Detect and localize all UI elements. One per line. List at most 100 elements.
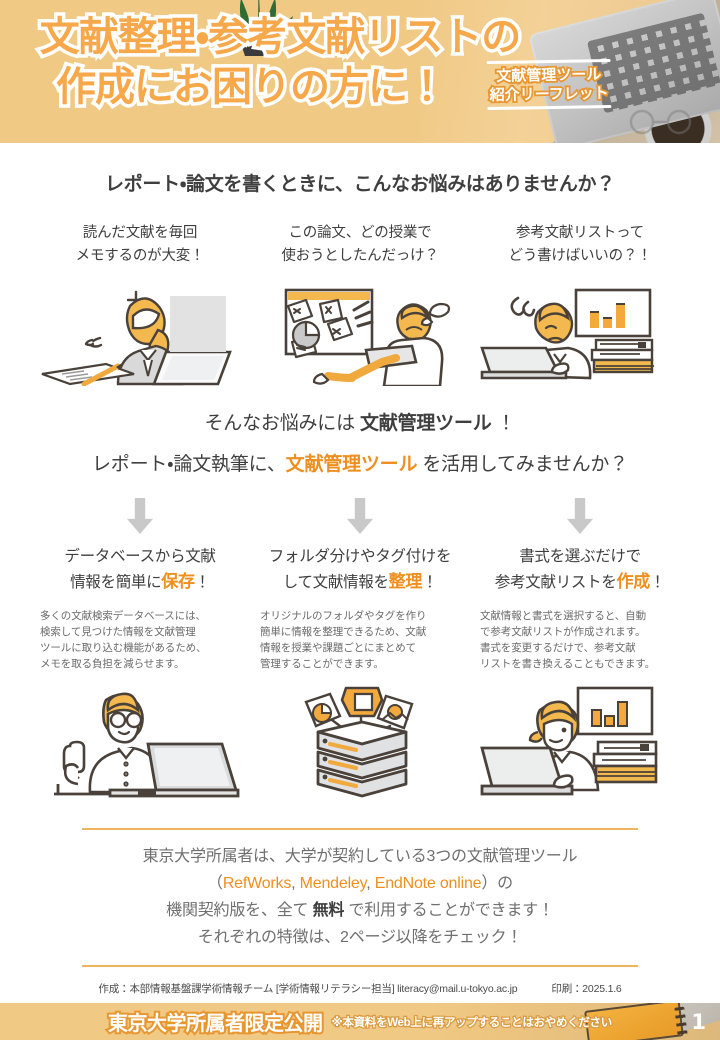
problem-caption-3-line-1: 参考文献リストって xyxy=(516,225,644,241)
feature-body-2-line-1: オリジナルのフォルダやタグを作り xyxy=(260,610,427,622)
callout-line-1: 東京大学所属者は、大学が契約している3つの文献管理ツール xyxy=(142,848,578,865)
problems-heading: レポート・論文を書くときに、こんなお悩みはありませんか？ xyxy=(0,169,720,199)
feature-title-3-line-2: 参考文献リストを作成！ xyxy=(476,569,684,595)
feature-illustration-2 xyxy=(256,686,464,798)
feature-title-1-prefix: 情報を簡単に xyxy=(70,574,162,591)
down-arrow-icon-2 xyxy=(347,498,373,534)
problems-columns: 読んだ文献を毎回 メモするのが大変！ xyxy=(0,222,720,386)
down-arrow-icon-1 xyxy=(127,498,153,534)
feature-body-1: 多くの文献検索データベースには、 検索して見つけた情報を文献管理 ツールに取り込… xyxy=(36,608,244,672)
feature-illustration-3 xyxy=(476,686,684,798)
feature-title-1-suffix: ！ xyxy=(194,574,211,591)
glasses-photo-element xyxy=(629,109,692,135)
callout-sep-2: , xyxy=(366,875,375,892)
feature-body-2-line-4: 管理することができます。 xyxy=(260,658,384,670)
feature-body-3: 文献情報と書式を選択すると、自動 で参考文献リストが作成されます。 書式を変更す… xyxy=(476,608,684,672)
feature-arrows xyxy=(0,498,720,534)
feature-title-2-accent: 整理 xyxy=(388,572,423,591)
feature-title-2-suffix: ！ xyxy=(422,574,438,591)
tool-name-refworks: RefWorks xyxy=(222,875,292,892)
feature-title-3-prefix: 参考文献リストを xyxy=(494,574,617,591)
bottom-bar-title: 東京大学所属者限定公開 xyxy=(106,1009,325,1037)
feature-body-3-line-4: リストを書き換えることもできます。 xyxy=(480,658,656,670)
problem-caption-2-line-1: この論文、どの授業で xyxy=(288,225,432,241)
header-subtitle-line-1: 文献管理ツール xyxy=(494,63,603,86)
feature-title-1-accent: 保存 xyxy=(161,572,195,591)
feature-title-1: データベースから文献 情報を簡単に保存！ xyxy=(36,544,244,595)
feature-title-3-line-1: 書式を選ぶだけで xyxy=(519,548,641,565)
callout-line-3-suffix: で利用することができます！ xyxy=(344,902,554,919)
plant-photo-element xyxy=(223,0,293,56)
callout-paren-open: （ xyxy=(207,875,223,892)
arrow-cell-2 xyxy=(250,498,470,534)
callout-line-3-prefix: 機関契約版を、全て xyxy=(166,902,313,919)
feature-body-2-line-3: 情報を授業や課題ごとにまとめて xyxy=(260,642,416,654)
feature-title-2-line-1: フォルダ分けやタグ付けを xyxy=(268,548,452,565)
problem-illustration-2 xyxy=(250,278,470,386)
feature-body-3-line-3: 書式を変更するだけで、参考文献 xyxy=(480,642,636,654)
problem-caption-1-line-2: メモするのが大変！ xyxy=(75,248,205,264)
feature-body-1-line-1: 多くの文献検索データベースには、 xyxy=(40,610,206,622)
header-title-line-1: 文献整理・参考文献リストの xyxy=(36,11,525,64)
page-number: 1 xyxy=(691,1009,706,1034)
callout-line-4: それぞれの特徴は、2ページ以降をチェック！ xyxy=(197,929,523,946)
page-header: 文献整理・参考文献リストの 作成にお困りの方に！ 文献管理ツール 紹介リーフレッ… xyxy=(0,0,720,143)
pitch-line-1-prefix: そんなお悩みには xyxy=(204,413,360,434)
feature-column-3: 書式を選ぶだけで 参考文献リストを作成！ 文献情報と書式を選択すると、自動 で参… xyxy=(470,544,690,798)
feature-title-3-accent: 作成 xyxy=(616,572,651,591)
feature-title-3-suffix: ！ xyxy=(649,574,666,591)
credit-created-by: 作成：本部情報基盤課学術情報チーム [学術情報リテラシー担当] literacy… xyxy=(98,983,518,995)
problem-caption-3-line-2: どう書けばいいの？！ xyxy=(508,248,652,264)
pitch-line-1: そんなお悩みには 文献管理ツール ！ xyxy=(0,408,720,435)
down-arrow-icon-3 xyxy=(567,498,593,534)
problem-column-2: この論文、どの授業で 使おうとしたんだっけ？ xyxy=(250,222,470,386)
pitch-line-1-emphasis: 文献管理ツール xyxy=(359,413,492,434)
arrow-cell-3 xyxy=(470,498,690,534)
problem-column-1: 読んだ文献を毎回 メモするのが大変！ xyxy=(30,222,250,386)
feature-column-1: データベースから文献 情報を簡単に保存！ 多くの文献検索データベースには、 検索… xyxy=(30,544,250,798)
problem-caption-2-line-2: 使おうとしたんだっけ？ xyxy=(281,248,439,264)
feature-column-2: フォルダ分けやタグ付けを して文献情報を整理！ オリジナルのフォルダやタグを作り… xyxy=(250,544,470,798)
header-subtitle-line-2: 紹介リーフレット xyxy=(488,82,611,106)
feature-title-1-line-1: データベースから文献 xyxy=(64,548,216,565)
callout-line-2: （RefWorks, Mendeley, EndNote online）の xyxy=(82,870,638,897)
feature-body-1-line-2: 検索して見つけた情報を文献管理 xyxy=(40,626,196,638)
feature-title-2-line-2: して文献情報を整理！ xyxy=(256,569,464,595)
feature-body-3-line-2: で参考文献リストが作成されます。 xyxy=(480,626,646,638)
problem-illustration-3 xyxy=(470,278,690,386)
pitch-section: そんなお悩みには 文献管理ツール ！ レポート・論文執筆に、文献管理ツール を活… xyxy=(0,408,720,476)
feature-title-2-prefix: して文献情報を xyxy=(282,574,389,591)
feature-title-3: 書式を選ぶだけで 参考文献リストを作成！ xyxy=(476,544,684,595)
callout-paren-close: ）の xyxy=(481,875,513,892)
arrow-cell-1 xyxy=(30,498,250,534)
bottom-bar-content: 東京大学所属者限定公開 ※本資料をWeb上に再アップすることはおやめください xyxy=(0,1003,720,1040)
feature-body-2-line-2: 簡単に情報を整理できるため、文献 xyxy=(260,626,427,638)
problems-heading-text: レポート・論文を書くときに、こんなお悩みはありませんか？ xyxy=(101,169,619,199)
tool-name-endnote-online: EndNote online xyxy=(374,875,482,892)
callout-line-3: 機関契約版を、全て 無料 で利用することができます！ xyxy=(82,897,638,924)
feature-title-1-line-2: 情報を簡単に保存！ xyxy=(36,569,244,595)
features-section: データベースから文献 情報を簡単に保存！ 多くの文献検索データベースには、 検索… xyxy=(0,544,720,798)
callout-free-label: 無料 xyxy=(312,902,345,919)
pitch-line-2-accent: 文献管理ツール xyxy=(285,454,418,475)
problem-illustration-1 xyxy=(30,278,250,386)
tool-name-mendeley: Mendeley xyxy=(299,875,367,892)
feature-illustration-1 xyxy=(36,686,244,798)
feature-body-2: オリジナルのフォルダやタグを作り 簡単に情報を整理できるため、文献 情報を授業や… xyxy=(256,608,464,672)
pitch-line-2-suffix: を活用してみませんか？ xyxy=(417,454,629,475)
problems-section: レポート・論文を書くときに、こんなお悩みはありませんか？ 読んだ文献を毎回 メモ… xyxy=(0,169,720,386)
credit-row: 作成：本部情報基盤課学術情報チーム [学術情報リテラシー担当] literacy… xyxy=(0,981,720,996)
header-title-group: 文献整理・参考文献リストの 作成にお困りの方に！ xyxy=(0,11,560,114)
feature-body-1-line-3: ツールに取り込む機能があるため、 xyxy=(40,642,207,654)
pitch-line-1-suffix: ！ xyxy=(491,413,516,434)
bottom-bar: 東京大学所属者限定公開 ※本資料をWeb上に再アップすることはおやめください 1 xyxy=(0,1003,720,1040)
feature-title-2: フォルダ分けやタグ付けを して文献情報を整理！ xyxy=(256,544,464,595)
pitch-line-2: レポート・論文執筆に、文献管理ツール を活用してみませんか？ xyxy=(0,449,720,476)
callout-sep-1: , xyxy=(291,875,300,892)
header-title-line-2: 作成にお困りの方に！ xyxy=(53,61,451,114)
header-photo-backdrop xyxy=(420,0,720,143)
problem-caption-1-line-1: 読んだ文献を毎回 xyxy=(82,225,198,241)
feature-body-3-line-1: 文献情報と書式を選択すると、自動 xyxy=(480,610,646,622)
bottom-bar-note: ※本資料をWeb上に再アップすることはおやめください xyxy=(330,1015,613,1029)
problem-column-3: 参考文献リストって どう書けばいいの？！ xyxy=(470,222,690,386)
